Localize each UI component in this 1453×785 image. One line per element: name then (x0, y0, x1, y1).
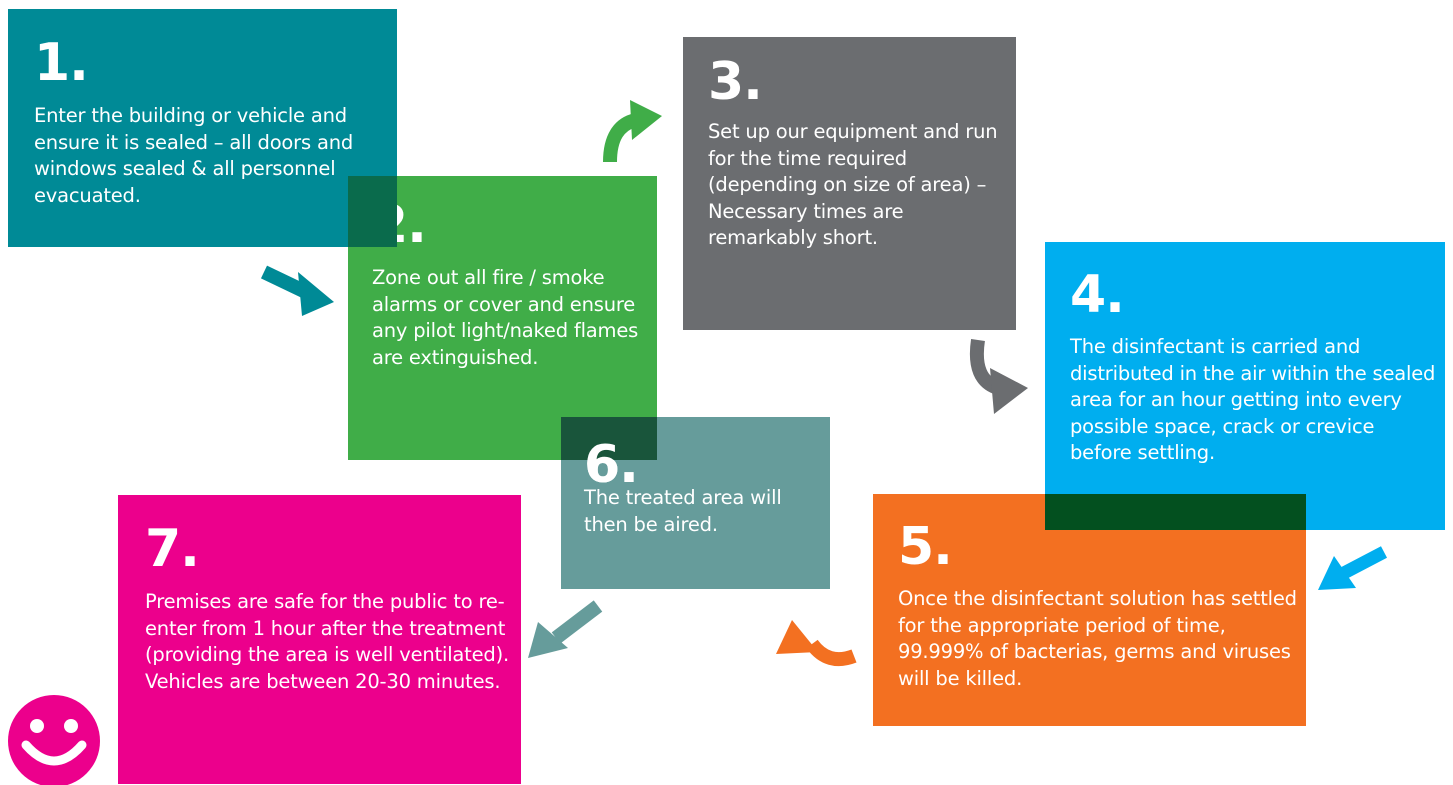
step-3-number: 3. (708, 52, 763, 112)
step-4-number: 4. (1070, 265, 1125, 325)
overlap-step-1-2 (348, 176, 397, 247)
step-2-box: 2. Zone out all fire / smoke alarms or c… (348, 176, 657, 460)
arrow-6-to-7-icon (528, 600, 603, 658)
step-2-number: 2. (372, 195, 427, 255)
smiley-face-icon (8, 695, 100, 785)
arrow-1-to-2-icon (260, 265, 334, 316)
step-1-box: 1. Enter the building or vehicle and ens… (8, 9, 397, 247)
step-6-number-overlay: 6. (584, 435, 639, 495)
step-7-box: 7. Premises are safe for the public to r… (118, 495, 521, 784)
overlap-step-4-5 (1045, 494, 1306, 530)
step-3-box: 3. Set up our equipment and run for the … (683, 37, 1016, 330)
step-7-text: Premises are safe for the public to re-e… (145, 590, 509, 693)
step-6-text: The treated area will then be aired. (584, 486, 782, 536)
step-2-text: Zone out all fire / smoke alarms or cove… (372, 266, 639, 369)
step-1-number: 1. (34, 33, 89, 93)
arrow-5-to-6-icon (776, 620, 857, 666)
step-7-number: 7. (145, 519, 200, 579)
step-5-number: 5. (898, 517, 953, 577)
arrow-3-to-4-icon (970, 338, 1028, 414)
step-4-box: 4. The disinfectant is carried and distr… (1045, 242, 1445, 530)
step-4-text: The disinfectant is carried and distribu… (1070, 335, 1436, 464)
step-5-box: 5. Once the disinfectant solution has se… (873, 494, 1306, 726)
step-3-text: Set up our equipment and run for the tim… (708, 120, 998, 249)
overlap-step-2-6 (561, 417, 657, 460)
arrow-4-to-5-icon (1318, 546, 1388, 590)
step-1-text: Enter the building or vehicle and ensure… (34, 104, 354, 207)
arrow-2-to-3-icon (603, 100, 662, 163)
step-5-text: Once the disinfectant solution has settl… (898, 587, 1297, 690)
